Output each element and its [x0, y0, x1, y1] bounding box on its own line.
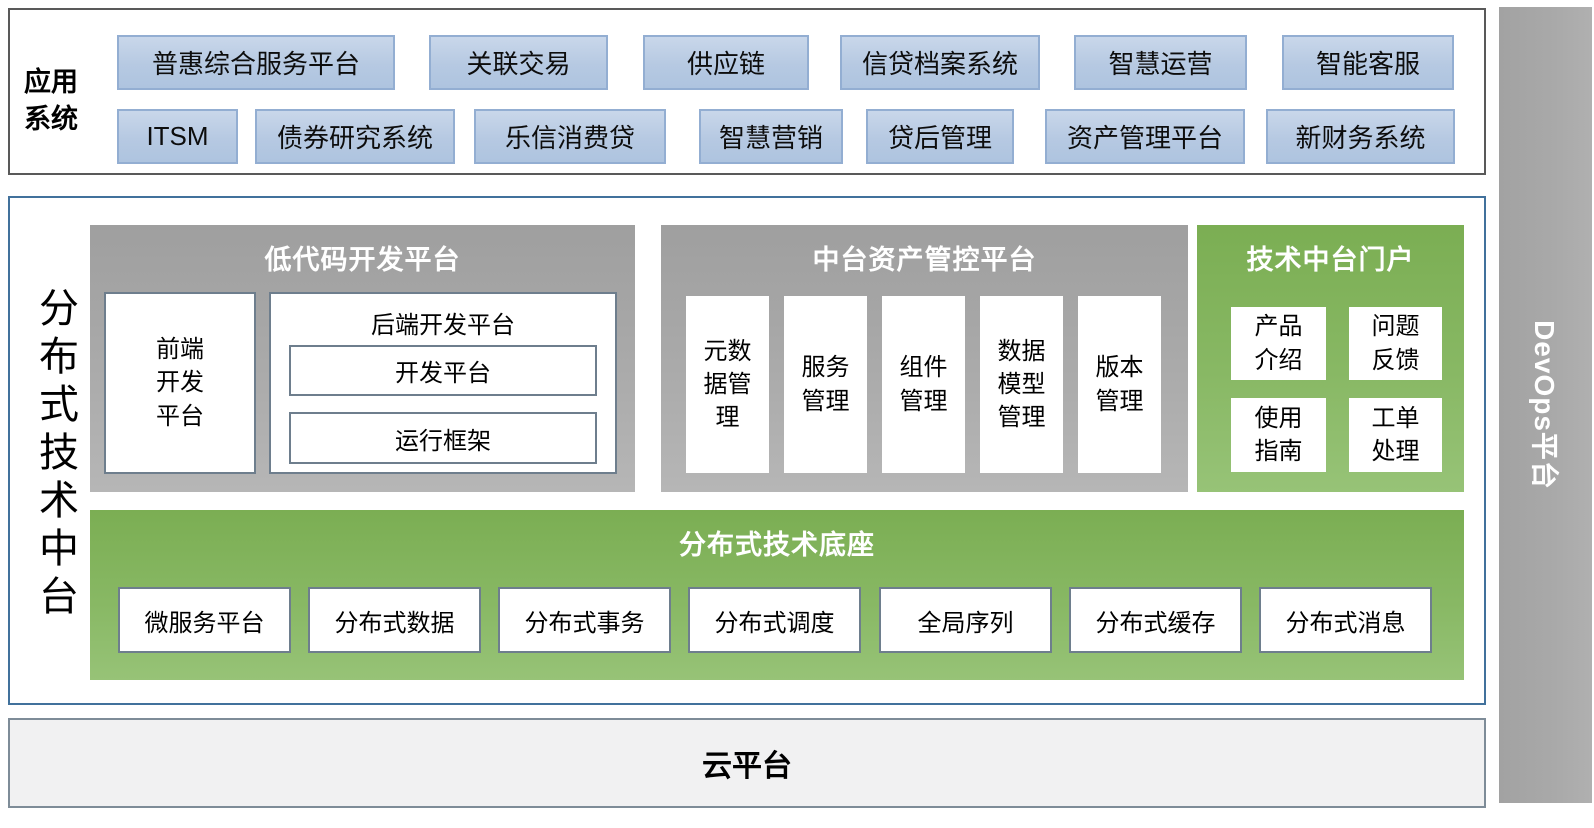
runtime-framework-box: 运行框架	[289, 412, 597, 464]
microservice-platform-box: 微服务平台	[118, 587, 291, 653]
version-management-box: 版本管理	[1078, 296, 1161, 473]
app-box-itsm: ITSM	[117, 109, 238, 164]
app-box-smart-operations: 智慧运营	[1074, 35, 1247, 90]
app-box-smart-customer-service: 智能客服	[1282, 35, 1454, 90]
distributed-tech-base-panel: 分布式技术底座 微服务平台 分布式数据 分布式事务 分布式调度 全局序列 分布式…	[90, 510, 1464, 680]
app-box-asset-management-platform: 资产管理平台	[1045, 109, 1245, 164]
app-box-bond-research-system: 债券研究系统	[255, 109, 455, 164]
app-box-related-transactions: 关联交易	[429, 35, 608, 90]
distributed-middle-platform-section: 分布式技术中台 低代码开发平台 前端开发平台 后端开发平台 开发平台 运行框架 …	[8, 196, 1486, 705]
ticket-handling-box: 工单处理	[1349, 398, 1442, 472]
backend-dev-platform-title: 后端开发平台	[371, 312, 515, 339]
issue-feedback-box: 问题反馈	[1349, 307, 1442, 380]
distributed-tech-base-title: 分布式技术底座	[679, 530, 875, 560]
app-box-lexin-consumer-loan: 乐信消费贷	[474, 109, 666, 164]
app-box-new-finance-system: 新财务系统	[1266, 109, 1455, 164]
app-box-credit-archive-system: 信贷档案系统	[840, 35, 1040, 90]
distributed-middle-platform-label: 分布式技术中台	[32, 287, 78, 623]
asset-control-platform-panel: 中台资产管控平台 元数据管理 服务管理 组件管理 数据模型管理 版本管理	[661, 225, 1188, 492]
distributed-message-box: 分布式消息	[1259, 587, 1432, 653]
tech-portal-panel: 技术中台门户 产品介绍 问题反馈 使用指南 工单处理	[1197, 225, 1464, 492]
dev-platform-box: 开发平台	[289, 345, 597, 396]
distributed-scheduling-box: 分布式调度	[688, 587, 861, 653]
component-management-box: 组件管理	[882, 296, 965, 473]
app-box-puhui-service-platform: 普惠综合服务平台	[117, 35, 395, 90]
tech-portal-title: 技术中台门户	[1246, 245, 1415, 275]
devops-platform-bar: DevOps平台	[1499, 7, 1592, 803]
app-box-supply-chain: 供应链	[643, 35, 809, 90]
app-box-smart-marketing: 智慧营销	[699, 109, 843, 164]
app-systems-label: 应用系统	[24, 67, 78, 135]
product-intro-box: 产品介绍	[1231, 307, 1326, 380]
metadata-management-box: 元数据管理	[686, 296, 769, 473]
backend-dev-platform-box: 后端开发平台 开发平台 运行框架	[269, 292, 617, 474]
low-code-platform-panel: 低代码开发平台 前端开发平台 后端开发平台 开发平台 运行框架	[90, 225, 635, 492]
devops-platform-label: DevOps平台	[1528, 320, 1560, 490]
cloud-platform-label: 云平台	[702, 750, 792, 783]
data-model-management-box: 数据模型管理	[980, 296, 1063, 473]
frontend-dev-platform-box: 前端开发平台	[104, 292, 256, 474]
service-management-box: 服务管理	[784, 296, 867, 473]
distributed-data-box: 分布式数据	[308, 587, 481, 653]
user-guide-box: 使用指南	[1231, 398, 1326, 472]
global-sequence-box: 全局序列	[879, 587, 1052, 653]
cloud-platform-bar: 云平台	[8, 718, 1486, 808]
app-systems-section: 应用系统 普惠综合服务平台 关联交易 供应链 信贷档案系统 智慧运营 智能客服 …	[8, 8, 1486, 175]
distributed-transaction-box: 分布式事务	[498, 587, 671, 653]
app-box-post-loan-management: 贷后管理	[866, 109, 1014, 164]
asset-control-platform-title: 中台资产管控平台	[812, 245, 1037, 275]
low-code-platform-title: 低代码开发平台	[264, 245, 461, 275]
distributed-cache-box: 分布式缓存	[1069, 587, 1242, 653]
